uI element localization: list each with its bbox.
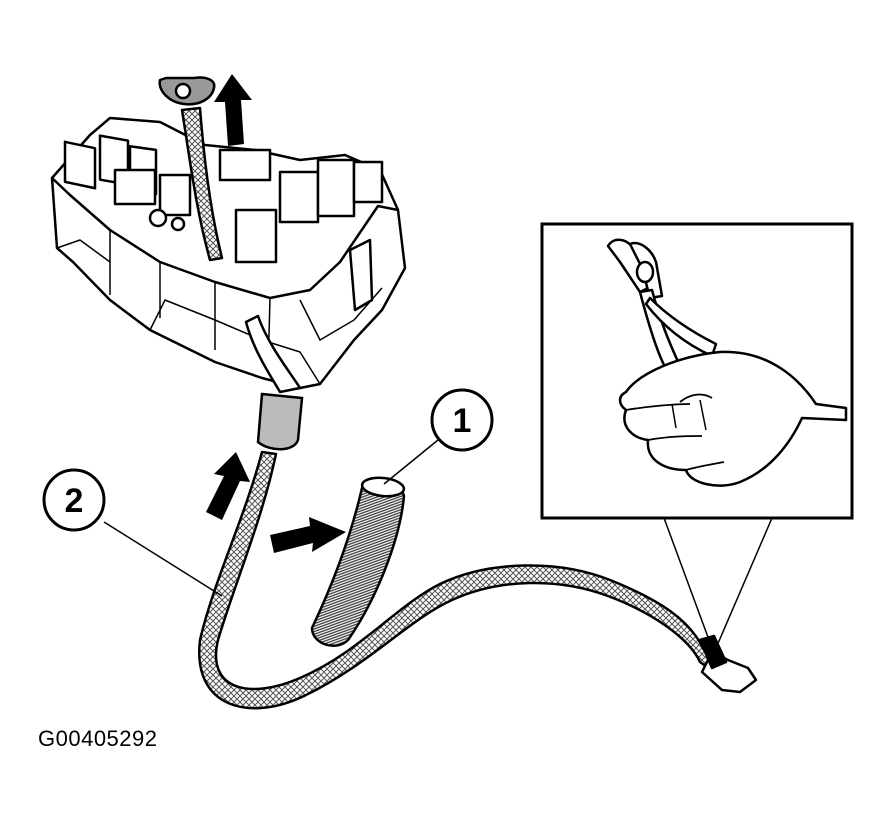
hand-with-cutting-pliers-icon <box>606 238 848 487</box>
corrugated-conduit <box>310 476 406 647</box>
arrow-up-left <box>206 452 250 520</box>
arrow-right <box>270 517 346 553</box>
figure-id: G00405292 <box>38 726 158 751</box>
battery-cable-eyelet <box>158 76 224 262</box>
callout-2: 2 <box>42 468 223 597</box>
fuse-relay-box <box>50 116 407 394</box>
harness-sleeve <box>256 392 304 451</box>
callout-1-number: 1 <box>453 402 472 440</box>
cable-harness <box>198 450 758 710</box>
callout-1: 1 <box>383 388 494 485</box>
callout-2-number: 2 <box>65 482 84 520</box>
arrow-up-top <box>214 74 252 146</box>
inset-detail <box>540 222 854 649</box>
